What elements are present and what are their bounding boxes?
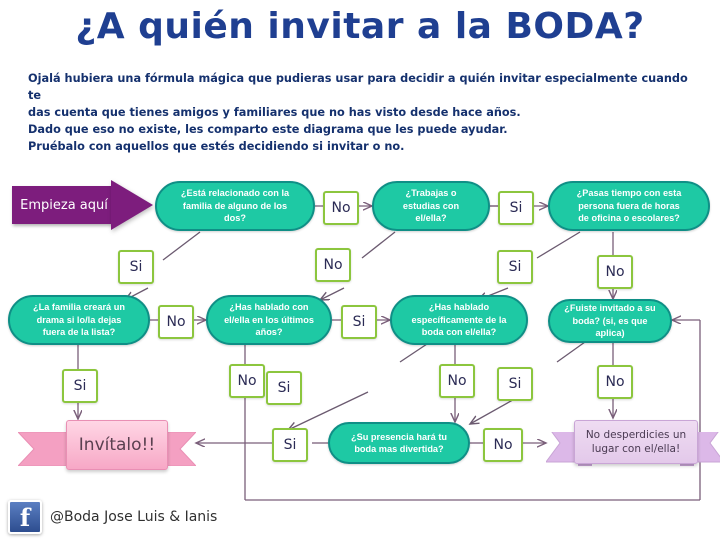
intro-line-4: Pruébalo con aquellos que estés decidien… bbox=[28, 140, 405, 153]
edge-tag-q3-si[interactable]: Si bbox=[497, 250, 533, 284]
q4-line-3: fuera de la lista? bbox=[42, 327, 116, 338]
q1-line-2: familia de alguno de los bbox=[182, 200, 288, 211]
facebook-handle: @Boda Jose Luis & Ianis bbox=[50, 509, 218, 525]
edge-tag-q2-si[interactable]: Si bbox=[498, 191, 534, 225]
outcome-banner-invite[interactable]: Invítalo!! bbox=[18, 418, 196, 470]
q7-line-1: ¿Fuiste invitado a su bbox=[564, 303, 656, 314]
q2-line-3: el/ella? bbox=[415, 213, 447, 224]
q5-line-1: ¿Has hablado con bbox=[229, 302, 309, 313]
edge-tag-q6-si[interactable]: Si bbox=[497, 367, 533, 401]
decision-node-q1[interactable]: ¿Está relacionado con la familia de algu… bbox=[155, 181, 315, 231]
decision-node-q3[interactable]: ¿Pasas tiempo con esta persona fuera de … bbox=[548, 181, 710, 231]
q4-line-1: ¿La familia creará un bbox=[33, 302, 125, 313]
edge-tag-q5-si-2[interactable]: Si bbox=[266, 371, 302, 405]
q2-line-1: ¿Trabajas o bbox=[405, 188, 457, 199]
q4-line-2: drama si lo/la dejas bbox=[36, 314, 122, 325]
q5-line-2: el/ella en los últimos bbox=[224, 314, 314, 325]
q8-line-1: ¿Su presencia hará tu bbox=[351, 431, 447, 442]
outcome-banner-waste[interactable]: No desperdicies un lugar con el/ella! bbox=[546, 418, 720, 466]
decision-node-q2[interactable]: ¿Trabajas o estudias con el/ella? bbox=[372, 181, 490, 231]
edge-tag-q2-no[interactable]: No bbox=[315, 248, 351, 282]
edge-tag-q1-no[interactable]: No bbox=[323, 191, 359, 225]
decision-node-q4[interactable]: ¿La familia creará un drama si lo/la dej… bbox=[8, 295, 150, 345]
decision-node-q5[interactable]: ¿Has hablado con el/ella en los últimos … bbox=[206, 295, 332, 345]
edge-tag-q3-no[interactable]: No bbox=[597, 255, 633, 289]
facebook-credit[interactable]: f @Boda Jose Luis & Ianis bbox=[8, 500, 217, 534]
decision-node-q8[interactable]: ¿Su presencia hará tu boda mas divertida… bbox=[328, 422, 470, 464]
invite-label: Invítalo!! bbox=[66, 420, 168, 470]
edge-tag-q5-no[interactable]: No bbox=[229, 364, 265, 398]
edge-tag-q1-si[interactable]: Si bbox=[118, 250, 154, 284]
start-arrow: Empieza aquí bbox=[12, 180, 153, 230]
edge-tag-q5-si[interactable]: Si bbox=[341, 305, 377, 339]
q1-line-3: dos? bbox=[224, 213, 246, 224]
start-arrow-body bbox=[12, 186, 112, 224]
start-arrow-head-icon bbox=[111, 180, 153, 230]
start-label: Empieza aquí bbox=[20, 197, 108, 213]
q1-line-1: ¿Está relacionado con la bbox=[180, 188, 290, 199]
edge-tag-q7-no[interactable]: No bbox=[597, 365, 633, 399]
edge-tag-q4-no[interactable]: No bbox=[158, 305, 194, 339]
q5-line-3: años? bbox=[255, 327, 283, 338]
intro-paragraph: Ojalá hubiera una fórmula mágica que pud… bbox=[28, 70, 696, 155]
waste-line-2: lugar con el/ella! bbox=[591, 443, 681, 455]
q3-line-2: persona fuera de horas bbox=[578, 200, 680, 211]
q3-line-3: de oficina o escolares? bbox=[578, 213, 680, 224]
decision-node-q6[interactable]: ¿Has hablado específicamente de la boda … bbox=[390, 295, 528, 345]
facebook-icon: f bbox=[8, 500, 42, 534]
page-title: ¿A quién invitar a la BODA? bbox=[75, 6, 645, 47]
edge-tag-q8-no[interactable]: No bbox=[483, 428, 523, 462]
q6-line-3: boda con el/ella? bbox=[421, 327, 497, 338]
waste-line-1: No desperdicies un bbox=[585, 429, 687, 441]
edge-tag-q4-si[interactable]: Si bbox=[62, 369, 98, 403]
q6-line-1: ¿Has hablado bbox=[428, 302, 490, 313]
edge-tag-q6-no[interactable]: No bbox=[439, 364, 475, 398]
waste-label: No desperdicies un lugar con el/ella! bbox=[574, 420, 698, 464]
intro-line-2: das cuenta que tienes amigos y familiare… bbox=[28, 106, 521, 119]
intro-line-1: Ojalá hubiera una fórmula mágica que pud… bbox=[28, 72, 688, 102]
q6-line-2: específicamente de la bbox=[411, 314, 507, 325]
q8-line-2: boda mas divertida? bbox=[354, 444, 444, 454]
decision-node-q7[interactable]: ¿Fuiste invitado a su boda? (si, es que … bbox=[548, 299, 672, 343]
q2-line-2: estudias con bbox=[402, 200, 460, 211]
q3-line-1: ¿Pasas tiempo con esta bbox=[576, 188, 682, 199]
q7-line-2: boda? (si, es que aplica) bbox=[572, 315, 648, 339]
edge-tag-q8-si[interactable]: Si bbox=[272, 428, 308, 462]
intro-line-3: Dado que eso no existe, les comparto est… bbox=[28, 123, 508, 136]
